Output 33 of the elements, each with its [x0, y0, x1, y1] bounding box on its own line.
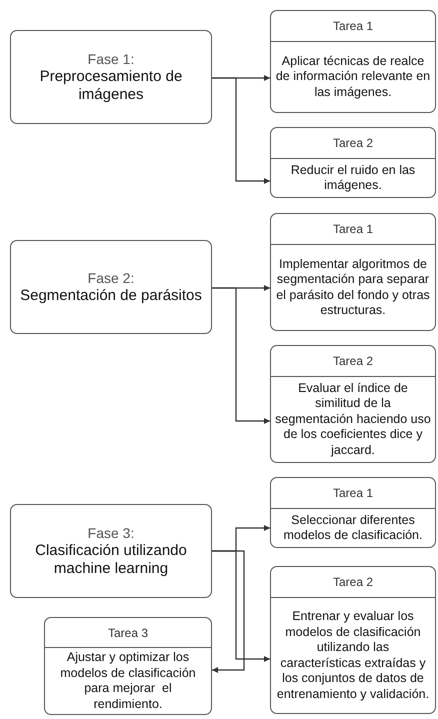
task-description: Evaluar el índice de similitud de la segmentación haciendo uso de los coeficientes dice y jaccard.	[274, 380, 432, 459]
phase-number: Fase 2:	[88, 270, 134, 286]
phase-number: Fase 3:	[88, 524, 134, 542]
task-card	[270, 566, 436, 714]
task-title: Tarea 1	[271, 11, 435, 42]
task-card	[44, 617, 212, 715]
arrow	[212, 287, 270, 424]
task-card	[270, 10, 436, 113]
task-title: Tarea 1	[271, 214, 435, 245]
phase-title: Segmentación de parásitos	[20, 286, 202, 304]
arrow	[212, 77, 270, 184]
task-card	[270, 477, 436, 548]
task-title: Tarea 1	[271, 478, 435, 509]
task-title: Tarea 2	[271, 346, 435, 377]
task-card	[270, 127, 436, 198]
task-description: Reducir el ruido en las imágenes.	[290, 162, 416, 194]
task-title: Tarea 2	[271, 128, 435, 159]
phase-number: Fase 1:	[88, 50, 134, 68]
task-description: Seleccionar diferentes modelos de clasificación.	[282, 512, 424, 544]
task-description: Entrenar y evaluar los modelos de clasificación utilizando las características extraídas y los conjuntos de datos de entrenamiento y validación.	[276, 608, 430, 703]
task-description: Implementar algoritmos de segmentación para separar el parásito del fondo y otras estructuras.	[275, 256, 431, 319]
phase-box	[10, 504, 212, 598]
phase-title: Clasificación utilizando machine learning	[34, 542, 188, 578]
phase-title: Preprocesamiento de imágenes	[38, 68, 184, 104]
task-description: Ajustar y optimizar los modelos de clasificación para mejorar el rendimiento.	[59, 649, 197, 712]
arrow	[212, 550, 245, 673]
phase-box	[10, 30, 212, 124]
task-title: Tarea 3	[45, 618, 211, 648]
task-title: Tarea 2	[271, 567, 435, 598]
phase-box	[10, 240, 212, 334]
task-description: Aplicar técnicas de realce de información relevante en las imágenes.	[274, 52, 432, 101]
task-card	[270, 345, 436, 463]
task-card	[270, 213, 436, 331]
